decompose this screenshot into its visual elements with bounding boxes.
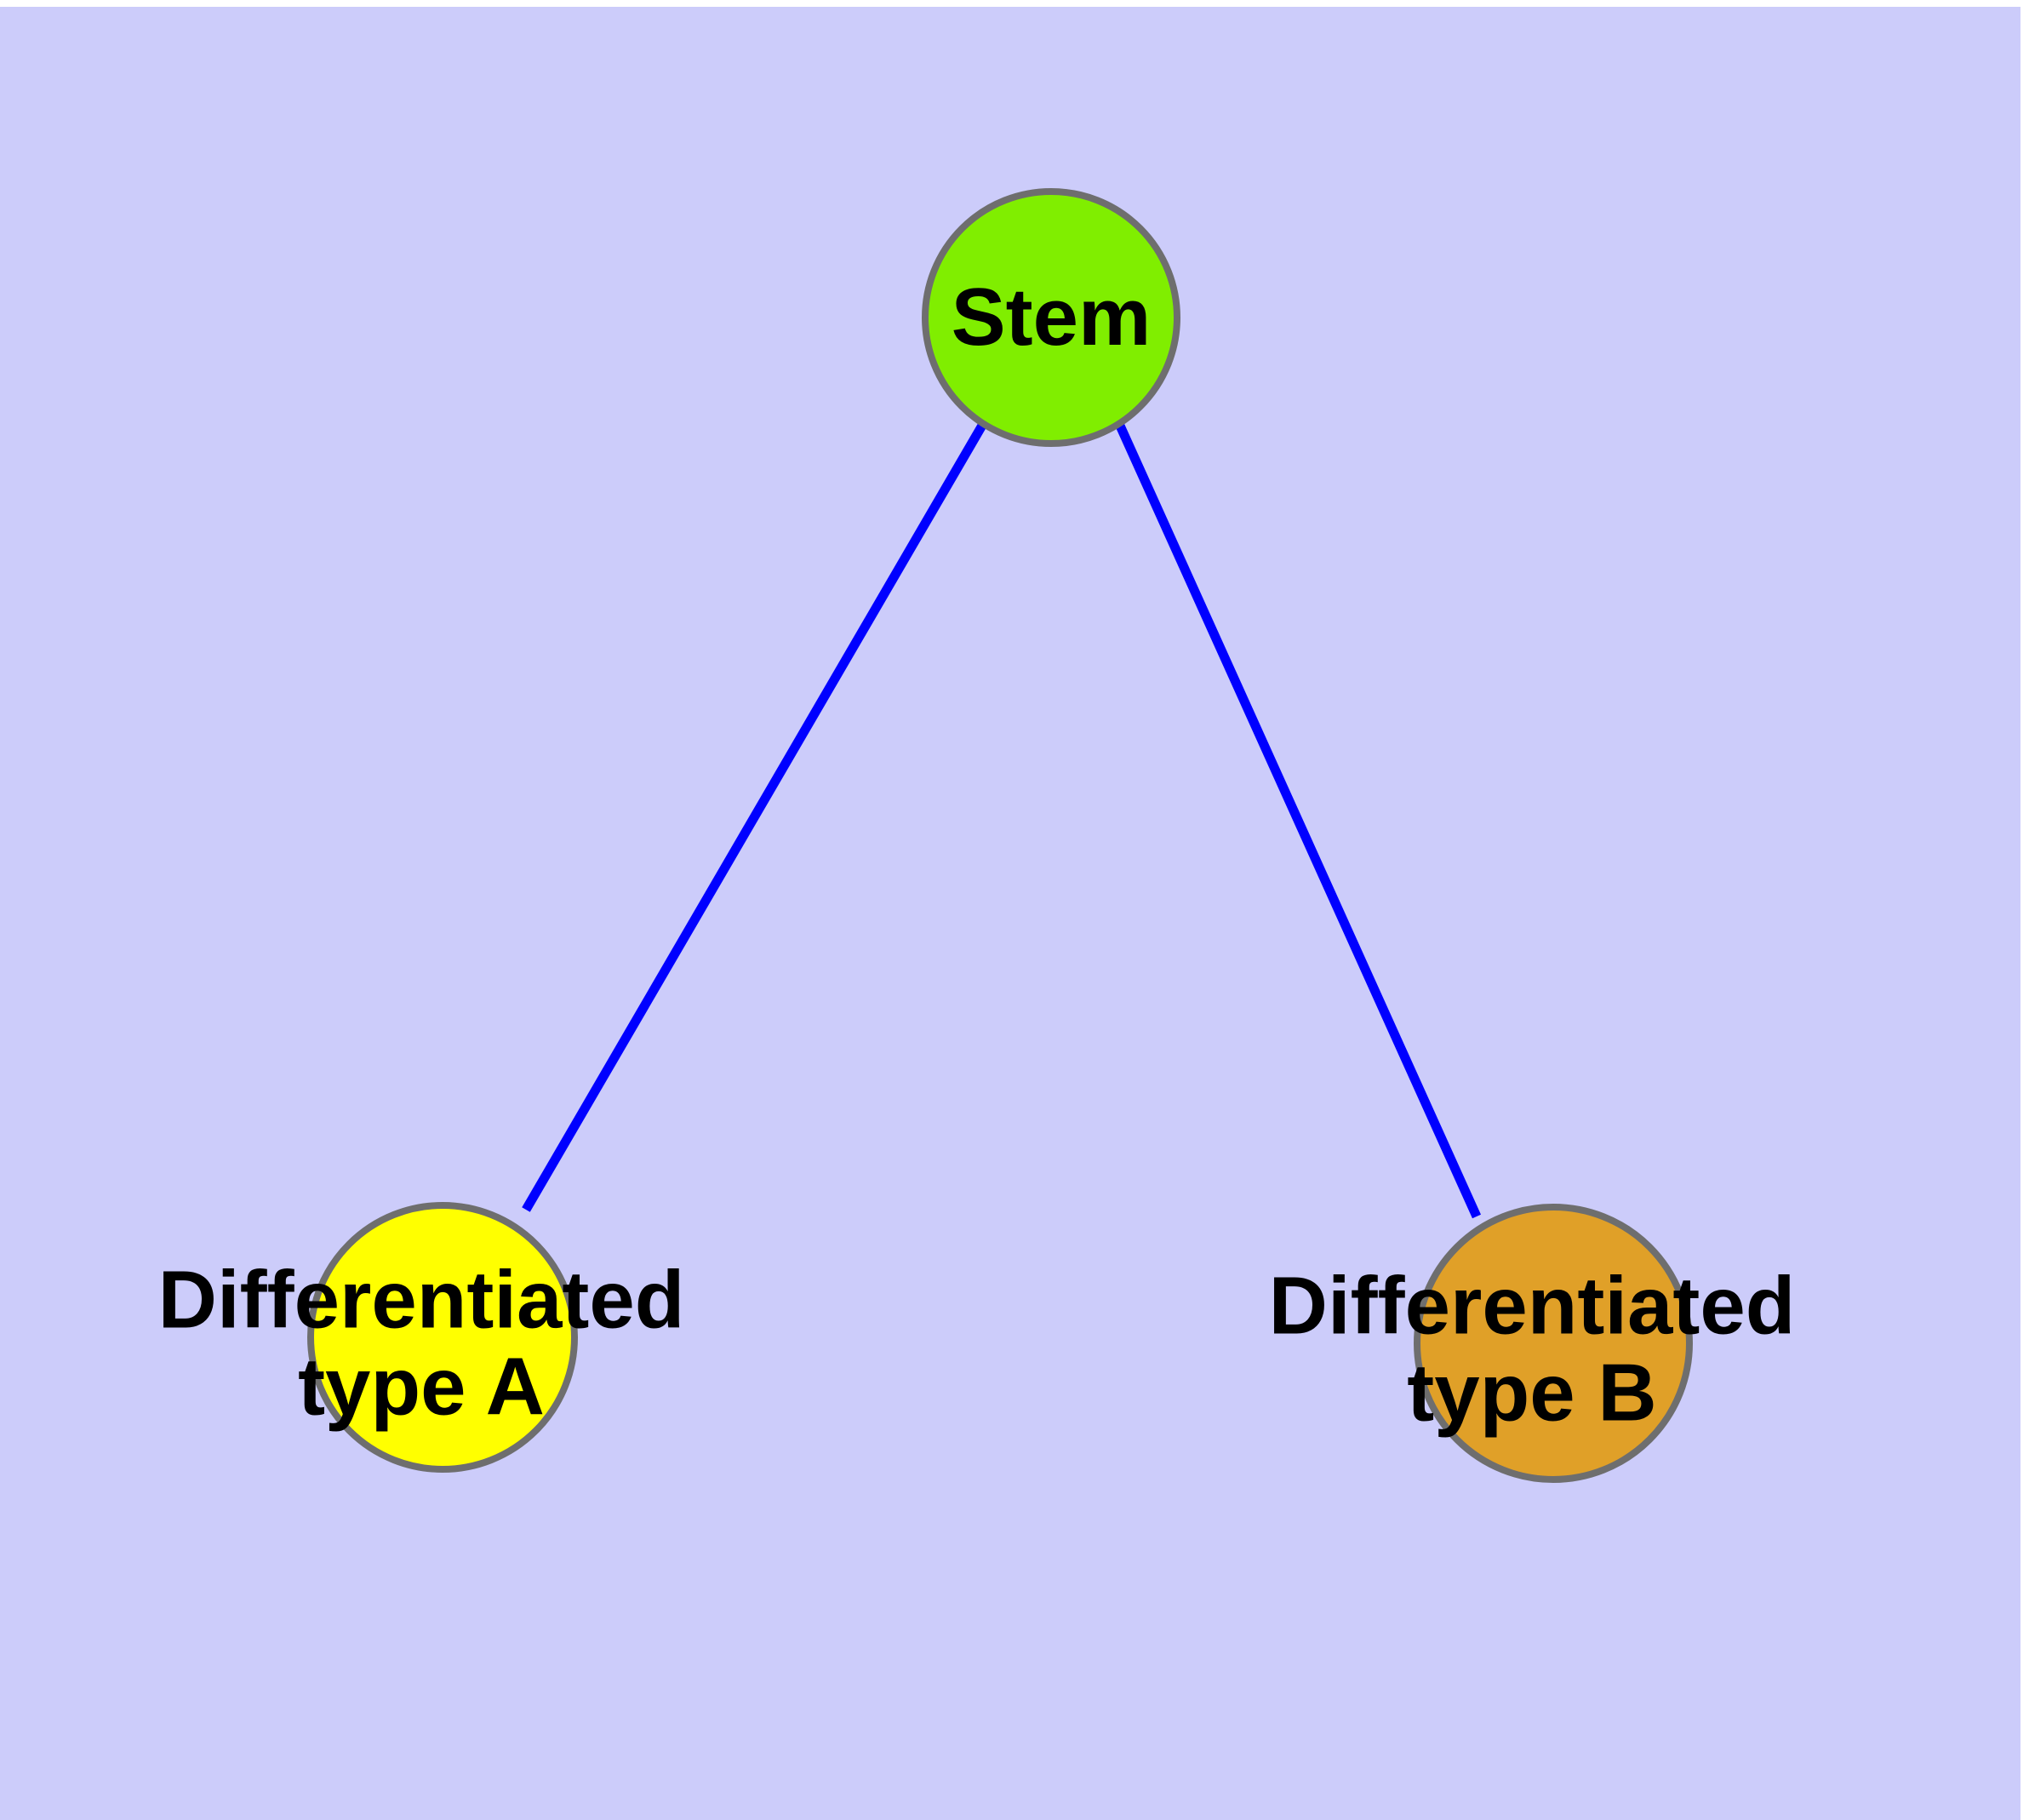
edge-stem-to-type-a[interactable] [522, 421, 987, 1212]
node-circle-stem[interactable] [922, 188, 1180, 447]
edge-stem-to-type-b[interactable] [1115, 423, 1482, 1219]
nodes-group [307, 188, 1693, 1483]
node-circle-diff-type-b[interactable] [1414, 1204, 1693, 1483]
edges-group [522, 421, 1482, 1219]
node-circle-diff-type-a[interactable] [307, 1202, 578, 1473]
